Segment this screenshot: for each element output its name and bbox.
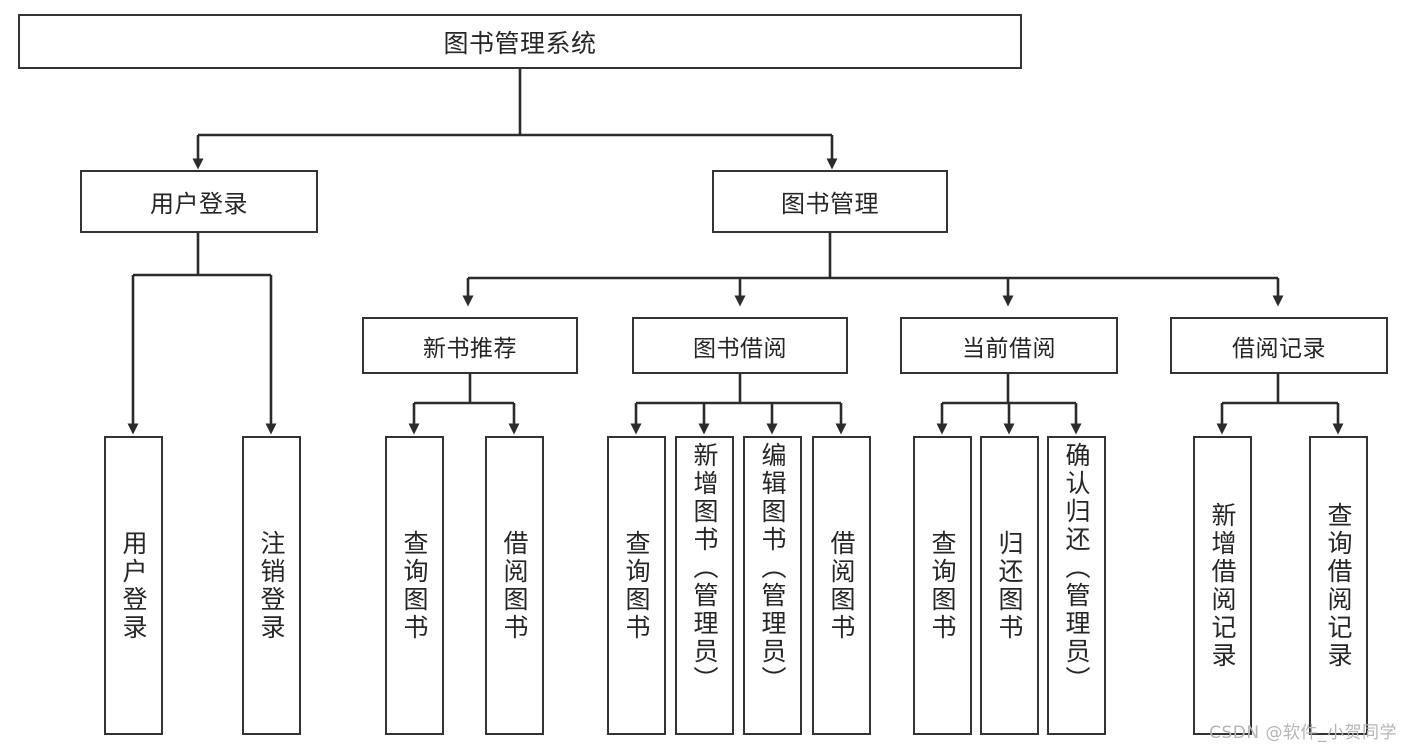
node-leaf-borrow-book-2[interactable]: 借阅图书 — [812, 436, 871, 735]
node-leaf-return-book-label: 归还图书 — [995, 529, 1024, 642]
node-leaf-borrow-book-2-label: 借阅图书 — [827, 529, 856, 642]
node-book-manage-label: 图书管理 — [781, 190, 879, 218]
node-new-book-recommend-label: 新书推荐 — [423, 335, 517, 362]
node-leaf-add-book[interactable]: 新增图书（管理员） — [675, 436, 734, 735]
node-book-manage[interactable]: 图书管理 — [712, 170, 948, 233]
node-leaf-query-record-label: 查询借阅记录 — [1324, 501, 1353, 670]
node-user-login-label: 用户登录 — [150, 190, 248, 218]
node-borrow-record[interactable]: 借阅记录 — [1170, 317, 1388, 374]
node-new-book-recommend[interactable]: 新书推荐 — [362, 317, 578, 374]
node-leaf-add-record-label: 新增借阅记录 — [1208, 501, 1237, 670]
node-leaf-query-record[interactable]: 查询借阅记录 — [1309, 436, 1368, 735]
node-leaf-edit-book[interactable]: 编辑图书（管理员） — [743, 436, 802, 735]
node-leaf-query-book-2[interactable]: 查询图书 — [607, 436, 666, 735]
node-leaf-query-book-3-label: 查询图书 — [928, 529, 957, 642]
node-current-borrow-label: 当前借阅 — [962, 335, 1056, 362]
node-root[interactable]: 图书管理系统 — [18, 14, 1022, 69]
node-root-label: 图书管理系统 — [443, 28, 597, 58]
node-book-borrow-label: 图书借阅 — [693, 335, 787, 362]
node-leaf-borrow-book-1[interactable]: 借阅图书 — [485, 436, 544, 735]
node-leaf-edit-book-label: 编辑图书（管理员） — [758, 442, 787, 694]
watermark: CSDN @软件_小贺同学 — [1209, 723, 1397, 743]
node-leaf-user-logout[interactable]: 注销登录 — [242, 436, 301, 735]
node-leaf-borrow-book-1-label: 借阅图书 — [500, 529, 529, 642]
node-leaf-user-logout-label: 注销登录 — [257, 529, 286, 642]
node-book-borrow[interactable]: 图书借阅 — [632, 317, 848, 374]
node-borrow-record-label: 借阅记录 — [1232, 335, 1326, 362]
node-user-login[interactable]: 用户登录 — [80, 170, 318, 233]
node-leaf-user-login[interactable]: 用户登录 — [104, 436, 163, 735]
node-leaf-confirm-return-label: 确认归还（管理员） — [1062, 442, 1091, 694]
node-current-borrow[interactable]: 当前借阅 — [900, 317, 1118, 374]
node-leaf-return-book[interactable]: 归还图书 — [980, 436, 1039, 735]
node-leaf-query-book-2-label: 查询图书 — [622, 529, 651, 642]
node-leaf-add-record[interactable]: 新增借阅记录 — [1193, 436, 1252, 735]
node-leaf-query-book-1-label: 查询图书 — [400, 529, 429, 642]
node-leaf-confirm-return[interactable]: 确认归还（管理员） — [1047, 436, 1106, 735]
node-leaf-add-book-label: 新增图书（管理员） — [690, 442, 719, 694]
node-leaf-query-book-3[interactable]: 查询图书 — [913, 436, 972, 735]
node-leaf-query-book-1[interactable]: 查询图书 — [385, 436, 444, 735]
node-leaf-user-login-label: 用户登录 — [119, 529, 148, 642]
